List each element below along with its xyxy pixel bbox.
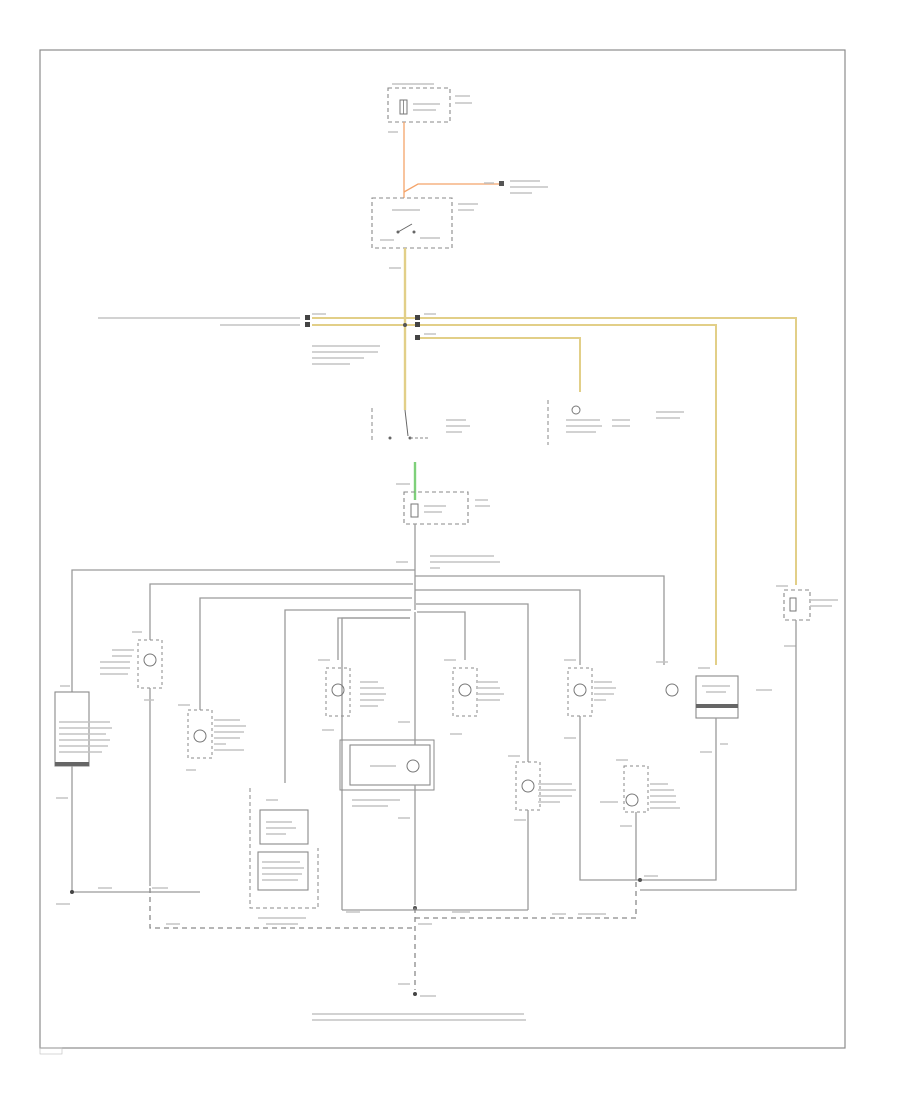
dist-wire-8: [417, 611, 466, 660]
bulb-icon: [567, 667, 593, 717]
bulb-icon: [623, 765, 649, 813]
dist-wire-4: [415, 589, 581, 665]
headlamp-switch-box: [371, 197, 453, 249]
dist-wire-3: [149, 583, 413, 640]
dist-wire-9: [341, 617, 410, 910]
power-dist-box-2: [257, 851, 309, 891]
lighting-module-box: [695, 675, 739, 719]
ground-icon: [70, 890, 74, 894]
climate-module-bar: [55, 762, 89, 766]
connector-icon: [499, 181, 504, 186]
diagram-frame: [39, 49, 846, 1049]
power-distribution-bracket: [249, 788, 319, 909]
bulb-icon: [665, 683, 679, 697]
lamp6-wire: [579, 716, 640, 881]
fuse-block-top: [387, 87, 451, 123]
bulb-icon: [515, 761, 541, 811]
dashed-ground-bus-right: [415, 880, 637, 919]
connector-icon: [305, 315, 420, 340]
fuse-block-lower: [403, 491, 469, 525]
dist-wire-10: [337, 617, 410, 660]
bulb-icon: [187, 709, 213, 759]
gauge-icon: [406, 759, 420, 773]
yellow-bus-3: [418, 337, 581, 392]
switch-icon: [396, 223, 416, 234]
footer-label-box: [39, 1047, 63, 1055]
dist-wire-7: [284, 609, 411, 783]
fuse-right-wire: [640, 620, 797, 891]
fuse-icon: [399, 99, 408, 115]
switch-icon: [371, 408, 430, 442]
dist-wire-1: [71, 569, 415, 692]
orange-wire-branch: [403, 183, 500, 193]
lighting-module-bar: [696, 704, 738, 708]
dashed-ground-bus: [149, 888, 415, 929]
instrument-cluster-box: [349, 744, 431, 786]
instrument-cluster-bracket: [339, 739, 435, 791]
bulb-icon: [137, 639, 163, 689]
fuse-icon: [410, 503, 419, 518]
lighting-module-wire: [640, 718, 717, 881]
fuse-icon: [789, 597, 797, 612]
splice-icon: [403, 323, 407, 327]
power-dist-box-1: [259, 809, 309, 845]
dist-wire-5: [199, 597, 412, 710]
yellow-bus-2: [312, 324, 717, 665]
bulb-icon: [452, 667, 478, 717]
bulb-icon: [325, 667, 351, 717]
climate-control-module: [54, 691, 90, 767]
splice-icon: [638, 878, 642, 882]
yellow-bus-1: [312, 317, 797, 585]
bulb-icon: [571, 405, 581, 415]
dist-wire-6: [416, 603, 529, 762]
dist-wire-2: [415, 575, 665, 665]
ground-icon: [413, 992, 417, 996]
fuse-right-box: [783, 589, 811, 621]
